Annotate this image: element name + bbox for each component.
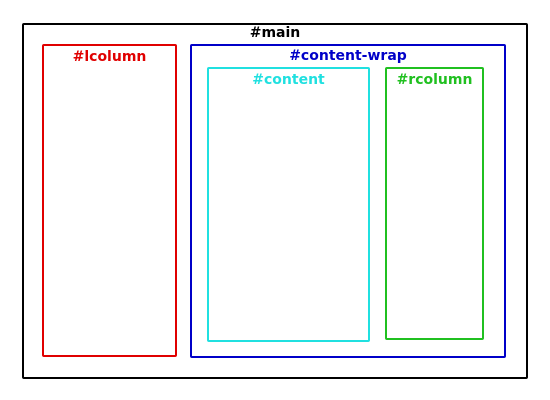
content-wrap-box: #content-wrap <box>190 44 506 358</box>
content-wrap-label: #content-wrap <box>289 48 407 64</box>
main-label: #main <box>249 25 301 41</box>
lcolumn-box: #lcolumn <box>42 44 177 357</box>
main-box: #main <box>22 23 528 379</box>
rcolumn-box: #rcolumn <box>385 67 484 340</box>
lcolumn-label: #lcolumn <box>72 49 147 65</box>
rcolumn-label: #rcolumn <box>396 72 473 88</box>
content-box: #content <box>207 67 370 342</box>
content-label: #content <box>252 72 325 88</box>
